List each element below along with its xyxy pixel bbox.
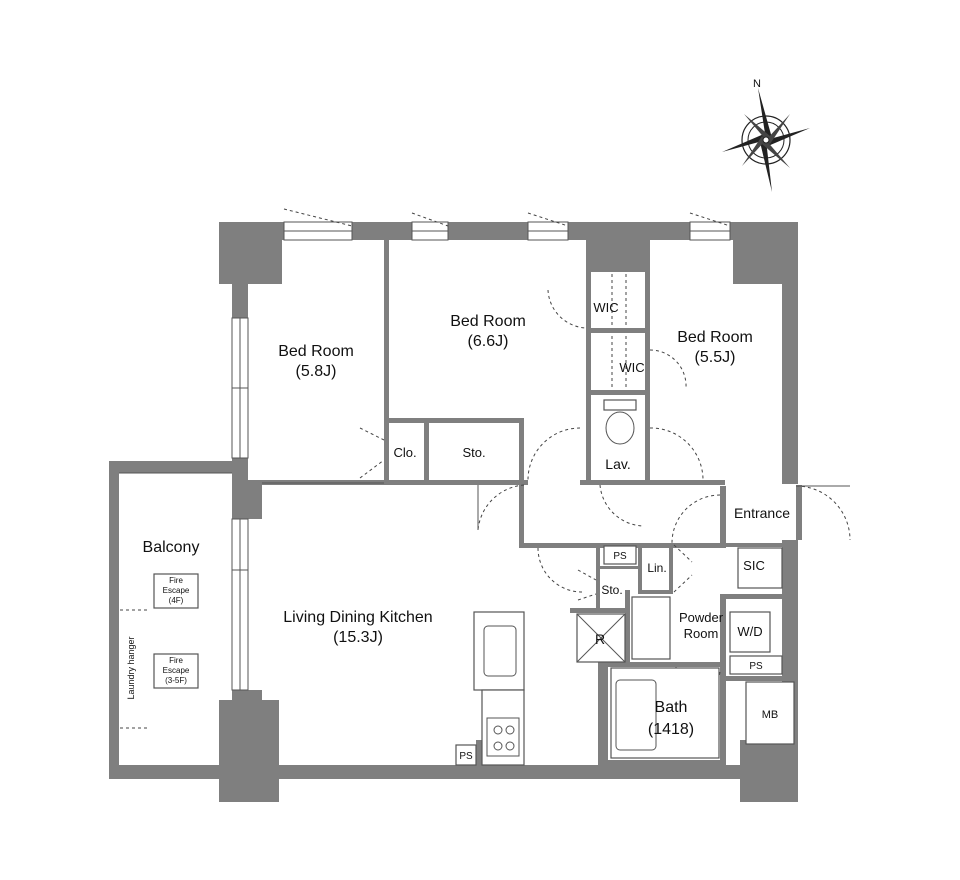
north-label: N: [753, 78, 761, 90]
wic2-label: WIC: [619, 360, 644, 375]
bath-size: (1418): [648, 721, 694, 738]
bed2-size: (6.6J): [468, 333, 509, 350]
mb-label: MB: [762, 709, 779, 721]
ldk-size: (15.3J): [333, 629, 383, 646]
fire-escape-2-line3: (3-5F): [165, 676, 187, 685]
bed1-size: (5.8J): [296, 363, 337, 380]
wd-label: W/D: [737, 624, 762, 639]
ps1-label: PS: [613, 551, 627, 562]
r-label: R: [595, 631, 605, 647]
bed2-name: Bed Room: [450, 313, 526, 330]
ps3-label: PS: [749, 661, 763, 672]
clo-label: Clo.: [393, 445, 416, 460]
entrance-label: Entrance: [734, 505, 790, 521]
fire-escape-1-line3: (4F): [169, 596, 184, 605]
lav-label: Lav.: [605, 456, 630, 472]
windows: [231, 208, 731, 691]
interior-walls: [248, 240, 782, 766]
bath-name: Bath: [655, 699, 688, 716]
sto2-label: Sto.: [601, 583, 622, 597]
walls: [109, 222, 802, 802]
fire-escape-2-line1: Fire: [169, 656, 183, 665]
bed3-name: Bed Room: [677, 329, 753, 346]
fire-escape-1-line2: Escape: [163, 586, 190, 595]
balcony-name: Balcony: [143, 539, 200, 556]
ps2-label: PS: [459, 751, 473, 762]
sto1-label: Sto.: [462, 445, 485, 460]
lin-label: Lin.: [647, 561, 666, 575]
fire-escape-2-line2: Escape: [163, 666, 190, 675]
fire-escape-1-line1: Fire: [169, 576, 183, 585]
room-labels: Bed Room (5.8J) Bed Room (6.6J) Bed Room…: [126, 300, 790, 762]
wic1-label: WIC: [593, 300, 618, 315]
sic-label: SIC: [743, 558, 765, 573]
laundry-hanger-label: Laundry hanger: [126, 636, 136, 699]
powder-name-1: Powder: [679, 610, 724, 625]
powder-name-2: Room: [684, 626, 719, 641]
ldk-name: Living Dining Kitchen: [283, 609, 432, 626]
compass-rose-icon: N: [722, 78, 810, 192]
fixtures: [119, 274, 795, 766]
bed3-size: (5.5J): [695, 349, 736, 366]
bed1-name: Bed Room: [278, 343, 354, 360]
